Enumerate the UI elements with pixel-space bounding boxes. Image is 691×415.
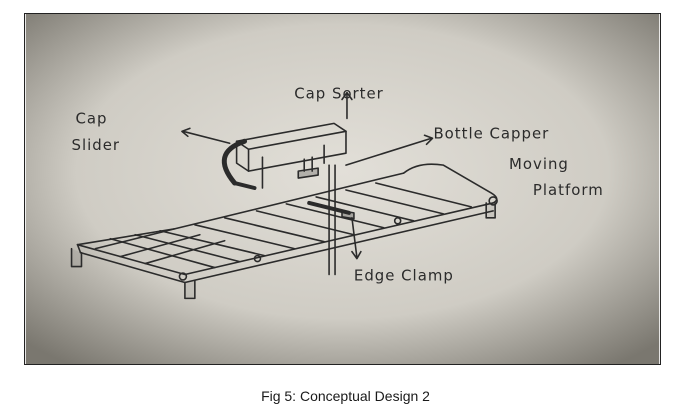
label-bottle-capper: Bottle Capper [433,124,549,142]
label-moving-platform-line1: Moving [509,155,569,173]
figure-caption: Fig 5: Conceptual Design 2 [0,388,691,404]
label-cap-slider-line2: Slider [72,136,120,154]
label-cap-sorter: Cap Sorter [294,85,384,103]
label-edge-clamp: Edge Clamp [354,266,454,284]
label-moving-platform-line2: Platform [533,181,604,199]
label-cap-slider-line1: Cap [76,109,108,127]
sketch-drawing: Cap Sorter Cap Slider Bottle Capper Movi… [25,14,660,364]
sketch-photo: Cap Sorter Cap Slider Bottle Capper Movi… [24,13,661,365]
